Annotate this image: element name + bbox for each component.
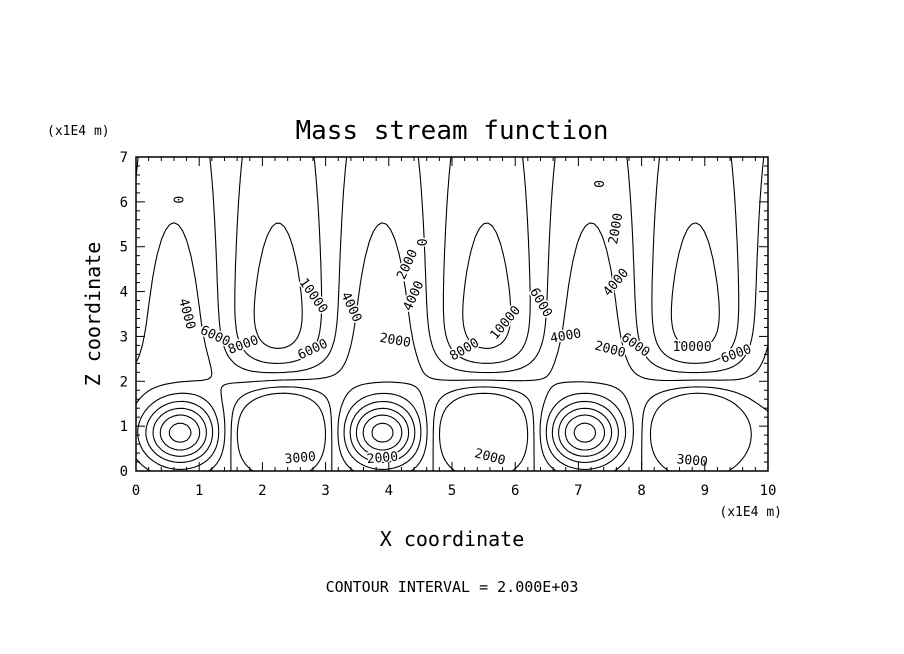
contour-label: 4000: [549, 326, 582, 346]
contour-label: 2000: [378, 331, 411, 351]
contour-label: 4000: [175, 297, 198, 331]
contour-label: 0: [413, 238, 428, 246]
contour-line: [230, 386, 769, 471]
y-tick-label: 3: [120, 329, 128, 345]
y-tick-label: 6: [120, 195, 128, 211]
contour-interval-note: CONTOUR INTERVAL = 2.000E+03: [326, 578, 579, 596]
x-tick-label: 6: [511, 483, 519, 499]
y-axis: 0 1 2 3 4 5 6 7: [120, 150, 768, 480]
x-tick-label: 8: [637, 483, 645, 499]
contour-line: [168, 422, 597, 443]
contour-label: 0: [170, 196, 185, 204]
contour-label: 2000: [606, 212, 626, 245]
y-unit-label: (x1E4 m): [47, 124, 110, 139]
x-unit-label: (x1E4 m): [719, 505, 782, 520]
contour-label: 10000: [487, 303, 524, 343]
plot-frame: [135, 156, 769, 472]
x-tick-label: 7: [574, 483, 582, 499]
x-tick-label: 2: [258, 483, 266, 499]
contour-label: 4000: [337, 290, 364, 325]
y-tick-label: 0: [120, 464, 128, 480]
contour-line: [135, 222, 769, 472]
y-tick-label: 1: [120, 419, 128, 435]
x-tick-label: 9: [701, 483, 709, 499]
y-tick-label: 4: [120, 285, 128, 301]
contour-line: [145, 156, 740, 464]
contour-label: 6000: [719, 342, 754, 367]
contour-label: 2000: [366, 450, 399, 468]
x-tick-label: 0: [132, 483, 140, 499]
x-tick-label: 1: [195, 483, 203, 499]
contour-label: 4000: [601, 266, 633, 300]
contour-label: 10000: [296, 276, 331, 317]
contour-label: 3000: [676, 452, 709, 470]
x-tick-label: 3: [321, 483, 329, 499]
y-tick-label: 2: [120, 374, 128, 390]
contour-line: [135, 156, 765, 471]
contour-line: [159, 414, 606, 451]
chart-title: Mass stream function: [295, 116, 608, 146]
y-axis-label: Z coordinate: [81, 242, 105, 387]
contour-label: 2000: [473, 446, 507, 469]
x-tick-label: 4: [385, 483, 393, 499]
contour-lines: [135, 156, 769, 472]
contour-label: 0: [590, 180, 605, 188]
contour-label: 3000: [284, 450, 317, 468]
x-axis-label: X coordinate: [380, 527, 525, 551]
x-axis: 0 1 2 3 4 5 6 7 8 9 10: [132, 157, 777, 499]
x-tick-label: 5: [448, 483, 456, 499]
x-tick-label: 10: [760, 483, 777, 499]
y-tick-label: 5: [120, 240, 128, 256]
contour-line: [152, 222, 720, 457]
contour-label: 10000: [673, 340, 712, 355]
y-tick-label: 7: [120, 150, 128, 166]
